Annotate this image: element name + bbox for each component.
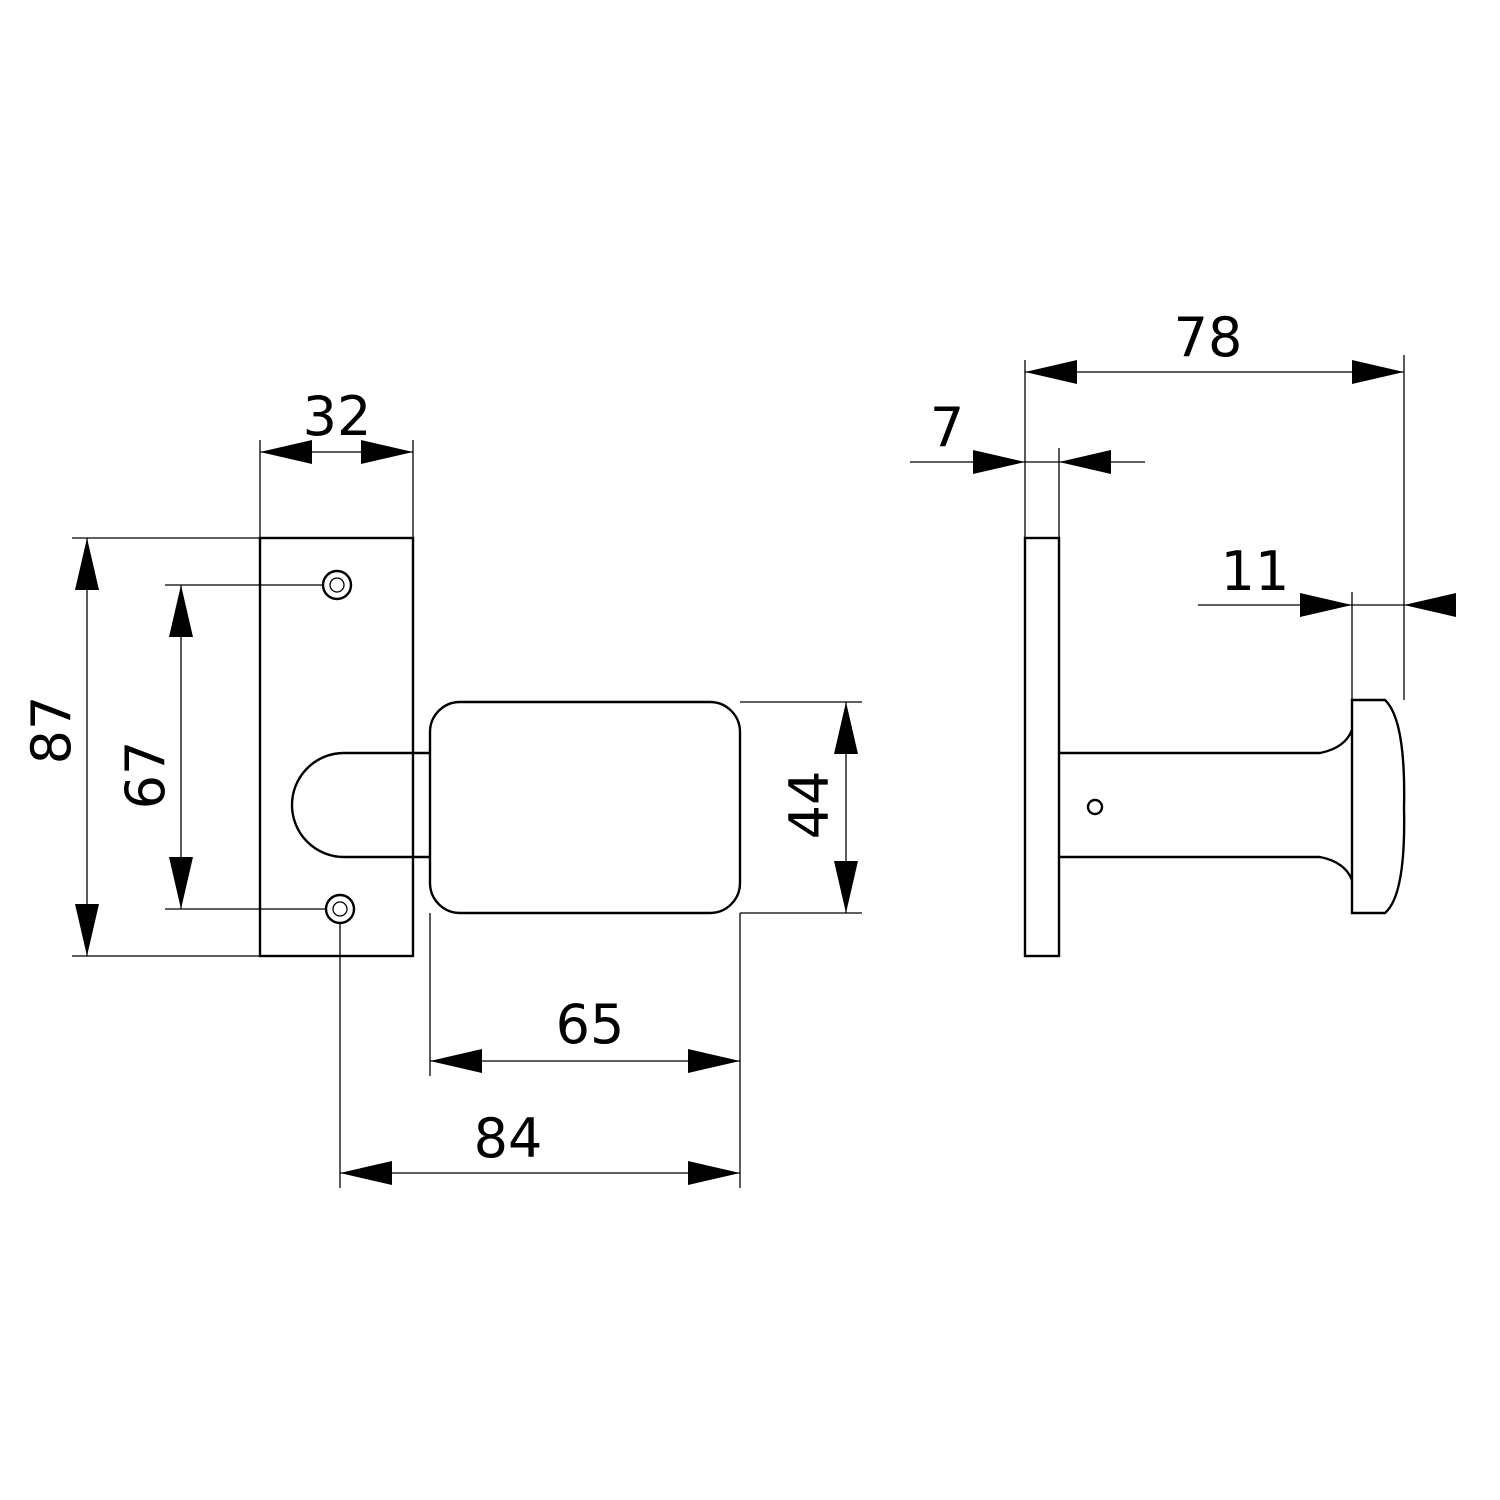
plate-profile	[1023, 536, 1061, 958]
knob-neck	[290, 751, 413, 859]
dim-plate-thickness-7: 7	[910, 396, 1145, 474]
shank-profile	[1059, 729, 1354, 881]
dim-label-78: 78	[1174, 306, 1243, 369]
dim-hole-spacing-67: 67	[114, 585, 193, 909]
dim-width-32: 32	[260, 385, 413, 464]
dim-label-11: 11	[1221, 540, 1290, 603]
dim-height-87: 87	[20, 538, 99, 956]
screw-hole-bottom	[324, 893, 356, 925]
front-view: 32 87 67 44 65	[20, 385, 862, 1188]
dim-label-67: 67	[114, 741, 177, 810]
dim-label-84: 84	[474, 1107, 543, 1170]
dim-projection-78: 78	[1025, 306, 1404, 384]
screw-hole-top	[321, 569, 353, 601]
knob-head-profile	[1350, 698, 1406, 915]
dim-hole-to-end-84: 84	[340, 1107, 740, 1185]
dim-knob-length-65: 65	[430, 993, 740, 1073]
dim-label-44: 44	[778, 771, 841, 840]
rosette-plate	[258, 536, 415, 958]
dim-label-65: 65	[556, 993, 625, 1056]
set-screw-hole	[1086, 798, 1104, 816]
dim-knob-height-44: 44	[778, 702, 858, 913]
dim-label-7: 7	[930, 396, 964, 459]
dim-label-32: 32	[303, 385, 372, 448]
knob-body	[428, 700, 742, 915]
dim-label-87: 87	[20, 696, 83, 765]
side-view: 78 7 11	[910, 306, 1456, 958]
dim-head-thickness-11: 11	[1198, 540, 1456, 617]
